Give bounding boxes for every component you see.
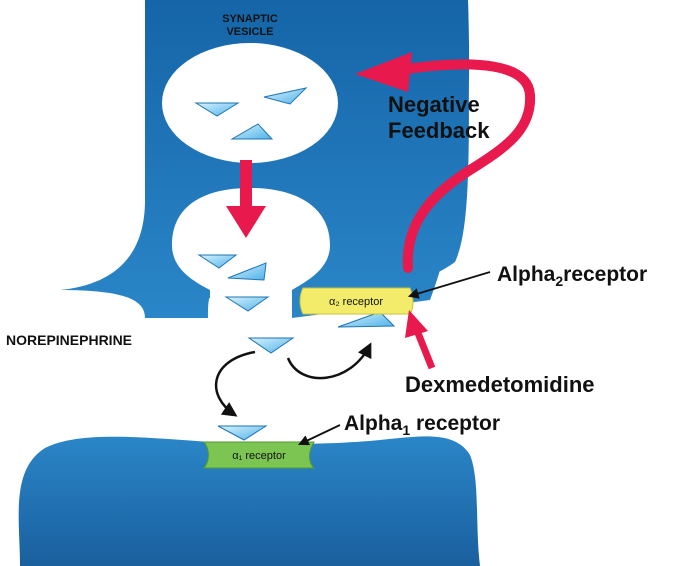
negative-feedback-label-line1: Negative bbox=[388, 92, 480, 117]
reuptake-arrow bbox=[286, 342, 372, 380]
norepinephrine-molecule bbox=[263, 87, 308, 105]
dexmedetomidine-arrowhead bbox=[405, 310, 428, 338]
binding-arrow bbox=[215, 350, 256, 417]
alpha2-pointer-line bbox=[407, 271, 491, 299]
norepinephrine-molecule bbox=[197, 254, 238, 269]
alpha1-receptor-pad bbox=[203, 441, 316, 469]
postsynaptic-neuron bbox=[18, 436, 481, 566]
upper-vesicle bbox=[162, 43, 338, 163]
fusing-vesicle bbox=[172, 188, 330, 318]
norepinephrine-molecule bbox=[247, 337, 295, 354]
norepinephrine-molecule bbox=[337, 311, 396, 328]
norepinephrine-molecule bbox=[217, 425, 268, 441]
alpha2-pad-label: α₂ receptor bbox=[329, 296, 383, 308]
alpha1-pad-label: α₁ receptor bbox=[232, 450, 286, 462]
alpha1-pointer-line bbox=[298, 424, 341, 446]
presynaptic-terminal-left bbox=[0, 0, 145, 292]
negative-feedback-arrowhead bbox=[355, 52, 412, 92]
synaptic-vesicle-label-line1: SYNAPTIC bbox=[222, 13, 278, 25]
negative-feedback-arrow bbox=[395, 59, 536, 273]
negative-feedback-label-line2: Feedback bbox=[388, 118, 490, 143]
norepinephrine-molecule bbox=[227, 262, 267, 281]
alpha2-receptor-label: Alpha2receptor bbox=[497, 263, 647, 289]
dexmedetomidine-arrow-shaft bbox=[414, 331, 436, 370]
alpha1-receptor-label: Alpha1 receptor bbox=[344, 412, 500, 438]
dexmedetomidine-label: Dexmedetomidine bbox=[405, 372, 595, 397]
release-arrow-head bbox=[226, 206, 266, 238]
norepinephrine-molecule bbox=[230, 123, 274, 140]
norepinephrine-molecule bbox=[224, 296, 270, 312]
synaptic-vesicle-label-line2: VESICLE bbox=[226, 26, 273, 38]
norepinephrine-label: NOREPINEPHRINE bbox=[6, 332, 132, 348]
norepinephrine-molecule bbox=[194, 102, 240, 117]
